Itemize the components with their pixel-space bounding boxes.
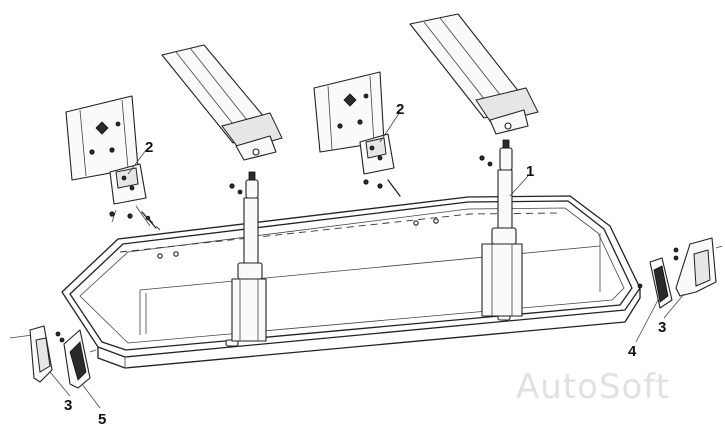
leader-lines (49, 111, 685, 409)
callout-3-left: 3 (64, 397, 72, 414)
end-cap-left (9, 325, 97, 389)
callout-3-right: 3 (658, 319, 666, 336)
strap-right (481, 139, 523, 317)
callout-4: 4 (628, 343, 637, 360)
strap-left (231, 171, 267, 342)
end-cap-right (637, 237, 723, 309)
bracket-2-left (109, 163, 157, 229)
fasteners (145, 155, 493, 231)
rail-right (409, 13, 539, 135)
cargo-tray (61, 195, 641, 369)
callout-2-left: 2 (145, 139, 153, 156)
callout-1: 1 (526, 163, 534, 180)
callout-2-right: 2 (396, 101, 404, 118)
rail-left (161, 44, 283, 161)
bracket-2-right (359, 133, 401, 197)
bracket-panel-left (65, 95, 139, 181)
callout-5: 5 (98, 411, 106, 428)
watermark: AutoSoft (516, 367, 670, 407)
